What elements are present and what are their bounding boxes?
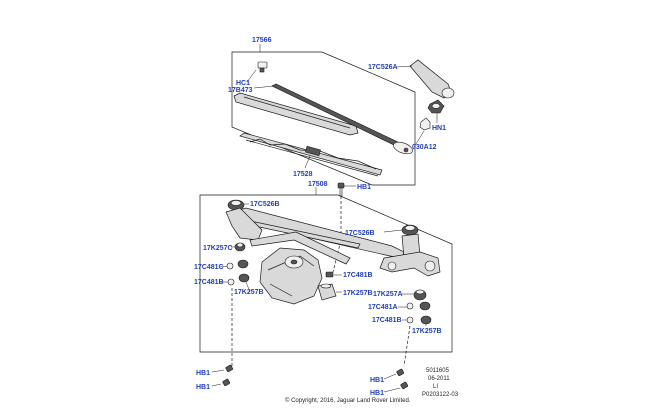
middle-bushings <box>317 271 337 301</box>
callout-17C481B-left: 17C481B <box>194 279 224 286</box>
copyright-notice: © Copyright, 2016, Jaguar Land Rover Lim… <box>285 397 411 404</box>
callout-17C526B-left: 17C526B <box>250 201 280 208</box>
callout-17528: 17528 <box>293 171 313 178</box>
callout-17508: 17508 <box>308 181 328 188</box>
callout-HB1-top: HB1 <box>357 184 371 191</box>
callout-17C481B-right: 17C481B <box>372 317 402 324</box>
callout-17K257B-mid: 17K257B <box>343 290 373 297</box>
reference-number: 5011605 <box>426 368 450 374</box>
left-pivot-cap <box>227 199 245 211</box>
hb1-top-bolt <box>337 182 345 197</box>
callout-17K257A: 17K257A <box>373 291 403 298</box>
callout-17C481B-mid: 17C481B <box>343 272 373 279</box>
illustration-id: P0203122-03 <box>422 392 459 398</box>
callout-17B473: 17B473 <box>228 87 253 94</box>
reference-date: 06-2011 <box>428 376 450 382</box>
motor-crank-link <box>249 231 351 265</box>
left-pivot-body <box>225 207 263 241</box>
callout-17K257C: 17K257C <box>203 245 233 252</box>
callout-17K257B-right: 17K257B <box>412 328 442 335</box>
callout-17C526B-right: 17C526B <box>345 230 375 237</box>
reference-code: LI <box>433 384 438 390</box>
callout-HB1-bottom-right-2: HB1 <box>370 390 384 397</box>
bottom-left-bolts <box>222 364 234 387</box>
callout-17K257B-left: 17K257B <box>234 289 264 296</box>
callout-17C526A: 17C526A <box>368 64 398 71</box>
callout-HB1-bottom-left-1: HB1 <box>196 370 210 377</box>
left-bushings <box>226 242 250 286</box>
callout-HC1: HC1 <box>236 80 250 87</box>
wiper-motor <box>259 247 323 305</box>
linkage-group-outline <box>199 194 453 353</box>
arm-group-outline <box>231 51 416 186</box>
wiper-arm-group <box>231 44 455 186</box>
callout-HB1-bottom-left-2: HB1 <box>196 384 210 391</box>
callout-17C481A: 17C481A <box>368 304 398 311</box>
right-pivot-assembly <box>379 224 441 277</box>
callout-17566: 17566 <box>252 37 272 44</box>
callout-17C481C: 17C481C <box>194 264 224 271</box>
washer-030A12-part <box>419 117 431 131</box>
cover-17C526A-part <box>409 59 455 99</box>
linkage-group <box>199 182 453 367</box>
bottom-right-bolts <box>396 368 409 390</box>
hn1-nut-part <box>427 99 445 114</box>
callout-HN1: HN1 <box>432 125 446 132</box>
callout-030A12: 030A12 <box>412 144 437 151</box>
callout-HB1-bottom-right-1: HB1 <box>370 377 384 384</box>
hc1-cap-part <box>257 61 268 73</box>
wiper-blade <box>239 132 383 177</box>
right-bushings <box>406 289 432 325</box>
